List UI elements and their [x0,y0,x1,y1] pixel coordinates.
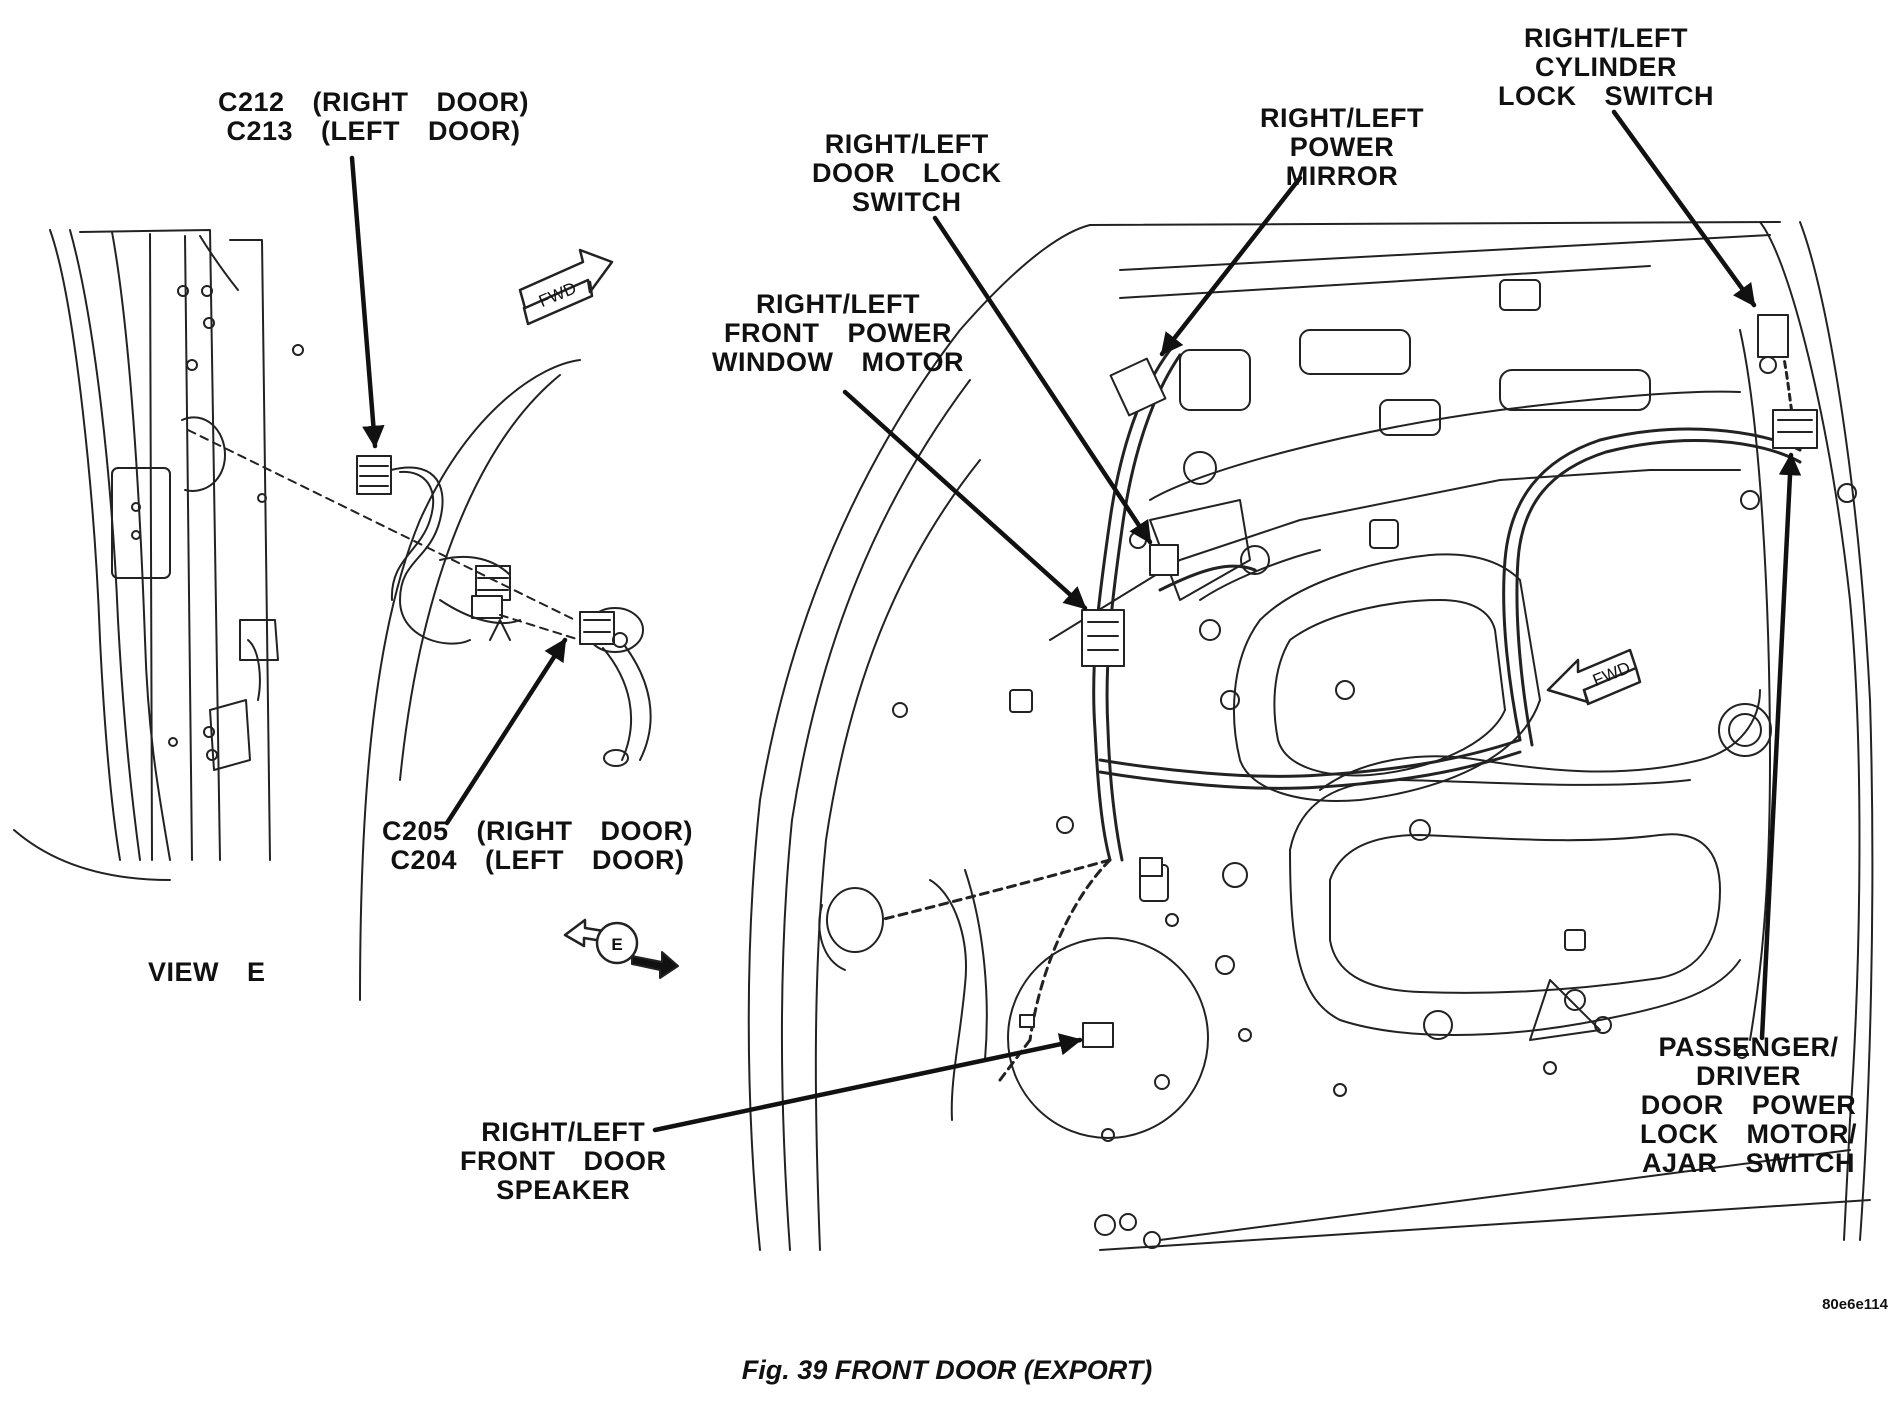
fwd-arrow-door: FWD [1546,648,1642,706]
label-window-motor: RIGHT/LEFT FRONT POWER WINDOW MOTOR [712,289,964,377]
leader-arrows [349,109,1802,1133]
view-e-marker-arrow: E [563,918,679,979]
door-panel [747,221,1874,1251]
view-marker-letter: E [611,935,622,954]
figure-caption: Fig. 39 FRONT DOOR (EXPORT) [741,1355,1153,1385]
label-speaker: RIGHT/LEFT FRONT DOOR SPEAKER [460,1117,667,1205]
label-door-lock-switch: RIGHT/LEFT DOOR LOCK SWITCH [812,129,1002,217]
figure-code: 80e6e114 [1822,1296,1888,1313]
view-e-pillar [13,229,652,1001]
wiring-harness [878,338,1802,1082]
view-e-label: VIEW E [148,957,266,987]
label-lock-motor: PASSENGER/ DRIVER DOOR POWER LOCK MOTOR/… [1640,1032,1857,1178]
label-cylinder-lock-switch: RIGHT/LEFT CYLINDER LOCK SWITCH [1498,23,1714,111]
fwd-label-door: FWD [1590,658,1633,690]
label-c212-c213: C212 (RIGHT DOOR) C213 (LEFT DOOR) [218,87,530,146]
label-c205-c204: C205 (RIGHT DOOR) C204 (LEFT DOOR) [382,816,694,875]
door-connectors [1019,314,1818,1028]
label-power-mirror: RIGHT/LEFT POWER MIRROR [1260,103,1424,191]
fwd-arrow-view-e: FWD [518,248,614,326]
